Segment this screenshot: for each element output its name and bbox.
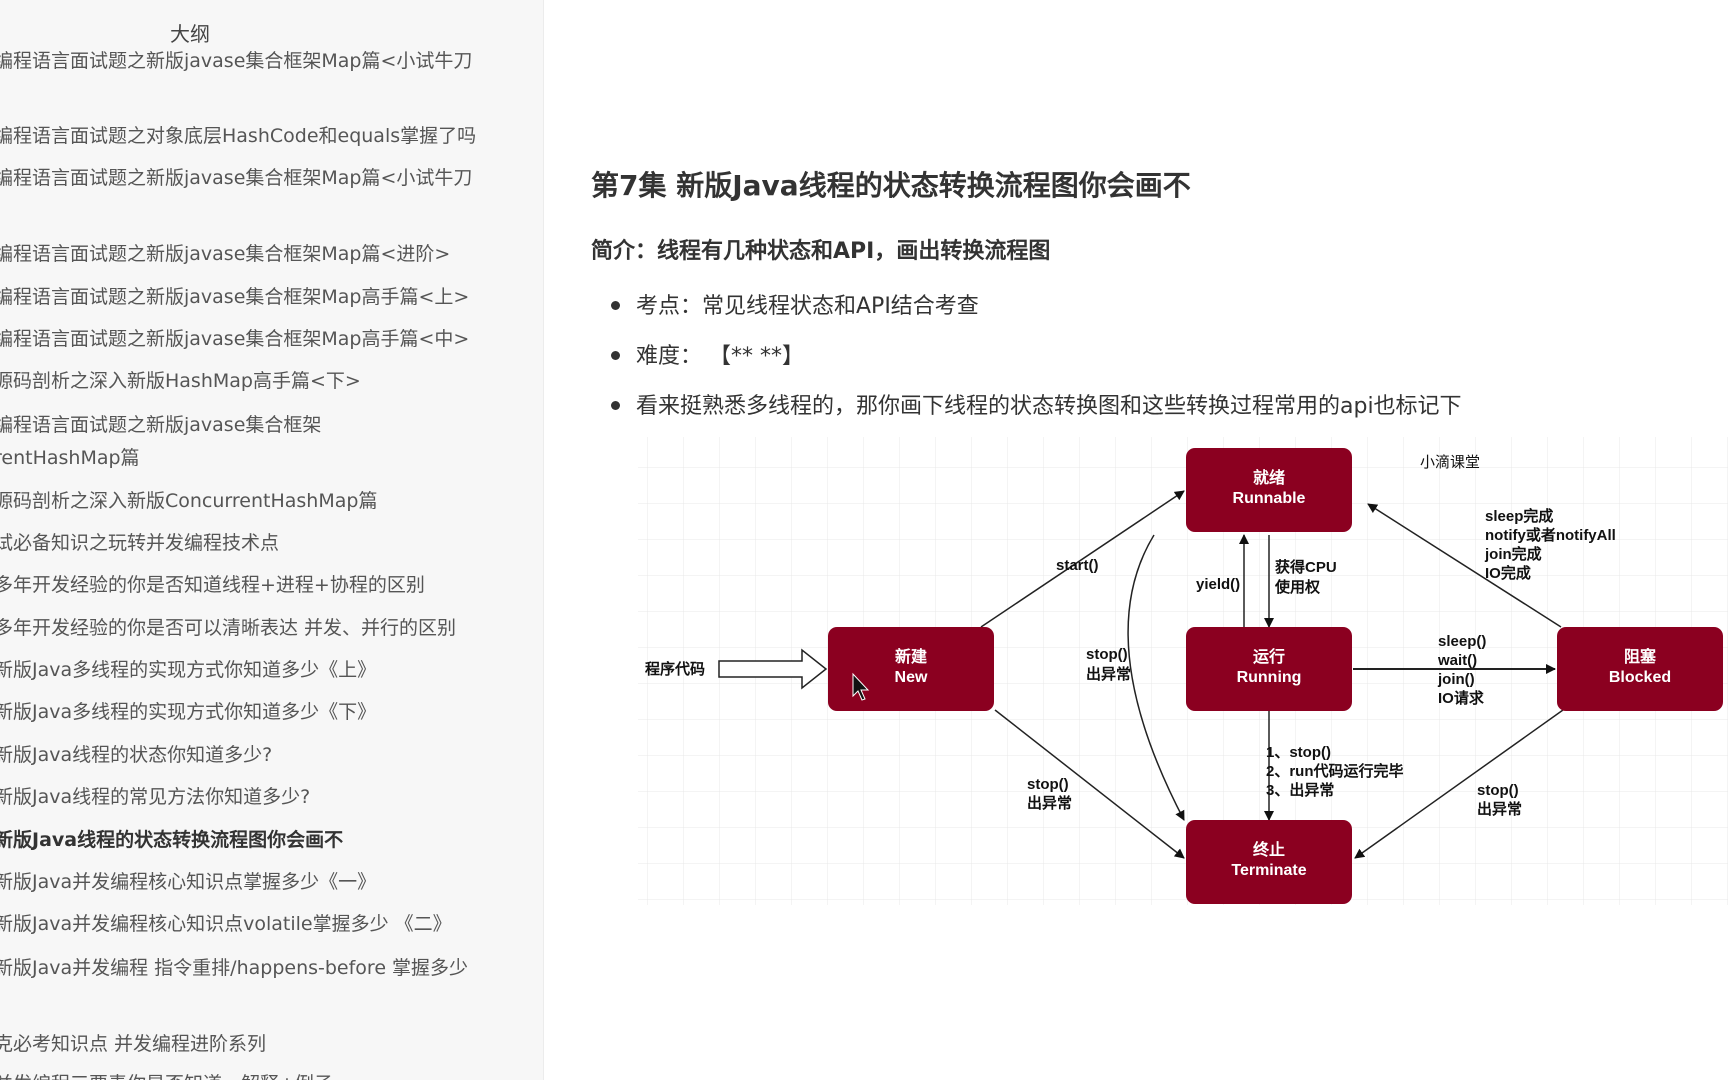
- arrow-blocked-terminate: [1354, 709, 1564, 859]
- bullet-text: 难度： 【** **】: [636, 344, 804, 369]
- state-label-new: New: [895, 669, 928, 686]
- label-yield: yield(): [1196, 576, 1240, 593]
- mouse-cursor-icon: [852, 672, 870, 701]
- outline-item[interactable]: 新版Java并发编程核心知识点volatile掌握多少 《二》: [0, 913, 452, 935]
- outline-item[interactable]: 编程语言面试题之新版javase集合框架Map高手篇<上>: [0, 286, 470, 308]
- bullet-dot-icon: [611, 300, 620, 310]
- label-get-cpu: 获得CPU: [1275, 558, 1337, 576]
- outline-item[interactable]: 新版Java多线程的实现方式你知道多少《下》: [0, 701, 377, 723]
- outline-item[interactable]: 并发编程三要素你是否知道，解释+例子: [0, 1068, 333, 1080]
- state-label-running: 运行: [1253, 647, 1285, 666]
- outline-item[interactable]: 编程语言面试题之新版javase集合框架Map篇<进阶>: [0, 243, 451, 265]
- state-label-runnable: 就绪: [1253, 468, 1285, 487]
- outline-item[interactable]: 编程语言面试题之对象底层HashCode和equals掌握了吗: [0, 125, 477, 147]
- arrow-start: [980, 490, 1185, 628]
- outline-item[interactable]: 多年开发经验的你是否可以清晰表达 并发、并行的区别: [0, 617, 457, 639]
- label-to-blocked: sleep(): [1438, 633, 1486, 650]
- outline-item[interactable]: 编程语言面试题之新版javase集合框架Map篇<小试牛刀: [0, 50, 473, 72]
- outline-title: 大纲: [170, 22, 210, 46]
- state-label-runnable: Runnable: [1233, 490, 1306, 507]
- bullet-dot-icon: [611, 400, 620, 410]
- page-title: 第7集 新版Java线程的状态转换流程图你会画不: [591, 169, 1191, 202]
- label-from-blocked: sleep完成: [1485, 507, 1553, 525]
- label-blocked-stop: stop(): [1477, 782, 1519, 799]
- bullet-dot-icon: [611, 350, 620, 360]
- label-new-stop: stop(): [1027, 776, 1069, 793]
- label-runnable-stop: 出异常: [1086, 665, 1131, 683]
- outline-item[interactable]: 编程语言面试题之新版javase集合框架Map篇<小试牛刀: [0, 167, 473, 189]
- label-to-blocked: join(): [1437, 671, 1475, 688]
- watermark: 小滴课堂: [1420, 453, 1480, 471]
- outline-item[interactable]: 新版Java多线程的实现方式你知道多少《上》: [0, 659, 377, 681]
- state-label-terminate: Terminate: [1231, 862, 1306, 879]
- label-new-stop: 出异常: [1027, 794, 1072, 812]
- state-label-running: Running: [1237, 669, 1302, 686]
- page-subtitle: 简介：线程有几种状态和API，画出转换流程图: [591, 239, 1051, 264]
- state-box-running: [1186, 627, 1352, 711]
- outline-item[interactable]: 克必考知识点 并发编程进阶系列: [0, 1033, 267, 1055]
- arrow-from-blocked: [1367, 503, 1562, 628]
- label-running-end: 2、run代码运行完毕: [1266, 762, 1404, 780]
- outline-item[interactable]: 新版Java线程的状态你知道多少?: [0, 744, 273, 766]
- outline-item[interactable]: 多年开发经验的你是否知道线程+进程+协程的区别: [0, 574, 425, 596]
- bullet-item: 难度： 【** **】: [611, 338, 804, 370]
- label-from-blocked: notify或者notifyAll: [1485, 526, 1616, 544]
- label-from-blocked: join完成: [1484, 545, 1542, 563]
- outline-item[interactable]: 新版Java并发编程核心知识点掌握多少《一》: [0, 871, 377, 893]
- hollow-arrow-icon: [718, 648, 828, 690]
- outline-item[interactable]: 新版Java并发编程 指令重排/happens-before 掌握多少: [0, 957, 469, 979]
- bullet-text: 考点：常见线程状态和API结合考查: [636, 294, 979, 319]
- label-to-blocked: wait(): [1437, 652, 1477, 669]
- bullet-item: 看来挺熟悉多线程的，那你画下线程的状态转换图和这些转换过程常用的api也标记下: [611, 388, 1462, 420]
- state-label-blocked: Blocked: [1609, 669, 1671, 686]
- state-label-terminate: 终止: [1253, 840, 1285, 859]
- label-get-cpu: 使用权: [1274, 578, 1321, 596]
- arrow-runnable-terminate: [1127, 534, 1185, 821]
- outline-sidebar: 大纲 编程语言面试题之新版javase集合框架Map篇<小试牛刀编程语言面试题之…: [0, 0, 544, 1080]
- outline-item[interactable]: 新版Java线程的常见方法你知道多少?: [0, 786, 311, 808]
- state-box-blocked: [1557, 627, 1723, 711]
- bullet-item: 考点：常见线程状态和API结合考查: [611, 288, 979, 320]
- state-box-runnable: [1186, 448, 1352, 532]
- state-label-new: 新建: [895, 647, 927, 666]
- outline-item[interactable]: rentHashMap篇: [0, 447, 140, 469]
- label-runnable-stop: stop(): [1086, 646, 1128, 663]
- outline-item[interactable]: 编程语言面试题之新版javase集合框架: [0, 414, 322, 436]
- state-box-new: [828, 627, 994, 711]
- state-box-terminate: [1186, 820, 1352, 904]
- label-to-blocked: IO请求: [1438, 689, 1485, 707]
- label-blocked-stop: 出异常: [1477, 800, 1522, 818]
- grid-background: [638, 437, 1728, 905]
- bullet-text: 看来挺熟悉多线程的，那你画下线程的状态转换图和这些转换过程常用的api也标记下: [636, 394, 1462, 419]
- arrow-new-terminate: [994, 709, 1185, 859]
- state-label-blocked: 阻塞: [1624, 647, 1657, 666]
- label-running-end: 1、stop(): [1266, 744, 1331, 761]
- outline-item[interactable]: 编程语言面试题之新版javase集合框架Map高手篇<中>: [0, 328, 470, 350]
- label-from-blocked: IO完成: [1485, 564, 1531, 582]
- outline-item[interactable]: 试必备知识之玩转并发编程技术点: [0, 532, 280, 554]
- outline-item[interactable]: 新版Java线程的状态转换流程图你会画不: [0, 829, 344, 851]
- label-start: start(): [1056, 557, 1099, 574]
- label-running-end: 3、出异常: [1266, 781, 1334, 799]
- outline-item[interactable]: 源码剖析之深入新版HashMap高手篇<下>: [0, 370, 361, 392]
- outline-item[interactable]: 源码剖析之深入新版ConcurrentHashMap篇: [0, 490, 378, 512]
- source-label: 程序代码: [645, 660, 705, 678]
